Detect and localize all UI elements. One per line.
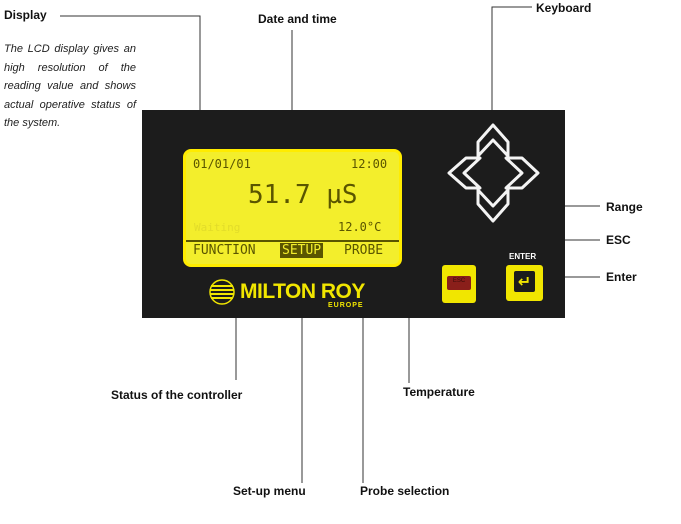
callout-status: Status of the controller [111, 388, 243, 402]
brand-sub: EUROPE [328, 302, 364, 309]
callout-range: Range [606, 200, 643, 214]
callout-date-time: Date and time [258, 12, 337, 26]
lcd-date: 01/01/01 [193, 157, 251, 171]
esc-button[interactable]: ESC [442, 265, 476, 303]
callout-enter: Enter [606, 270, 637, 284]
callout-setup-menu: Set-up menu [233, 484, 306, 498]
keyboard-pad [447, 123, 540, 223]
callout-esc: ESC [606, 233, 631, 247]
lcd-reading: 51.7 µS [248, 180, 358, 210]
lcd-time: 12:00 [351, 157, 388, 171]
enter-key-label: ENTER [509, 252, 537, 261]
lcd-menu-function[interactable]: FUNCTION [193, 243, 256, 258]
enter-arrow-icon: ↵ [514, 271, 535, 292]
arrow-left-icon[interactable] [447, 156, 482, 190]
milton-roy-globe-icon [209, 279, 235, 305]
arrow-down-icon[interactable] [476, 188, 510, 223]
display-description: The LCD display gives an high resolution… [4, 43, 136, 129]
callout-temperature: Temperature [403, 385, 475, 399]
lcd-display: 01/01/01 12:00 51.7 µS Waiting 12.0°C FU… [183, 149, 402, 267]
arrow-right-icon[interactable] [504, 156, 540, 190]
enter-button[interactable]: ↵ [506, 265, 543, 301]
brand-name: MILTON ROY [240, 280, 365, 303]
lcd-temperature: 12.0°C [338, 220, 382, 234]
callout-display: Display [4, 8, 47, 22]
lcd-menu-probe[interactable]: PROBE [344, 243, 384, 258]
esc-button-face [447, 276, 471, 290]
esc-button-label: ESC [452, 278, 466, 284]
lcd-menu-setup[interactable]: SETUP [280, 243, 324, 258]
lcd-menu-divider [186, 240, 399, 242]
callout-probe-selection: Probe selection [360, 484, 450, 498]
callout-keyboard: Keyboard [536, 1, 592, 15]
arrow-up-icon[interactable] [476, 123, 510, 158]
lcd-status: Waiting [194, 221, 241, 234]
